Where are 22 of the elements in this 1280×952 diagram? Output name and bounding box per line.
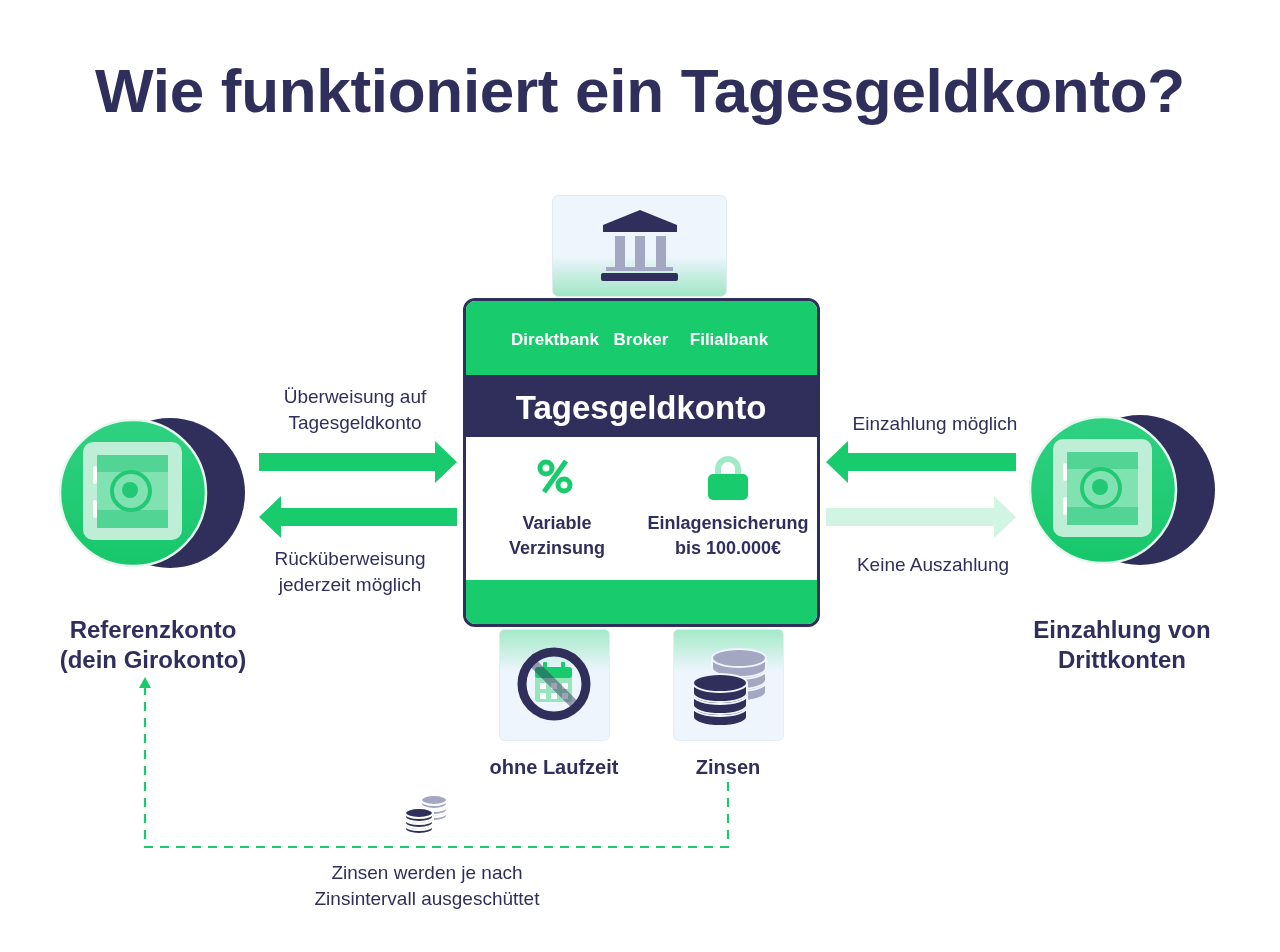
edge-label: Rücküberweisung jederzeit möglich [273, 547, 427, 597]
bank-type: Direktbank [511, 329, 599, 351]
account-name: Referenzkonto (dein Girokonto) [58, 615, 248, 675]
edge-label: Überweisung auf Tagesgeldkonto [282, 385, 428, 435]
bank-type: Filialbank [689, 329, 769, 351]
edge-label: Keine Auszahlung [856, 553, 1010, 577]
account-name: Einzahlung von Drittkonten [1032, 615, 1212, 675]
account-card [463, 298, 820, 627]
edge-label: Zinsen werden je nach Zinsintervall ausgeschüttet [313, 861, 541, 911]
arrow [259, 496, 457, 538]
feature-label: Zinsen [695, 755, 761, 780]
feature-label: ohne Laufzeit [489, 755, 619, 780]
arrow [259, 441, 457, 483]
edge-label: Einzahlung möglich [852, 412, 1018, 436]
feature-text: Einlagensicherung bis 100.000€ [646, 512, 810, 560]
dashed-arrow [139, 677, 730, 849]
title: Wie funktioniert ein Tagesgeldkonto? [95, 55, 1185, 127]
arrow [826, 496, 1016, 538]
card-title: Tagesgeldkonto [515, 389, 767, 427]
feature-text: Variable Verzinsung [508, 512, 606, 560]
arrow [826, 441, 1016, 483]
bank-type: Broker [613, 329, 669, 351]
